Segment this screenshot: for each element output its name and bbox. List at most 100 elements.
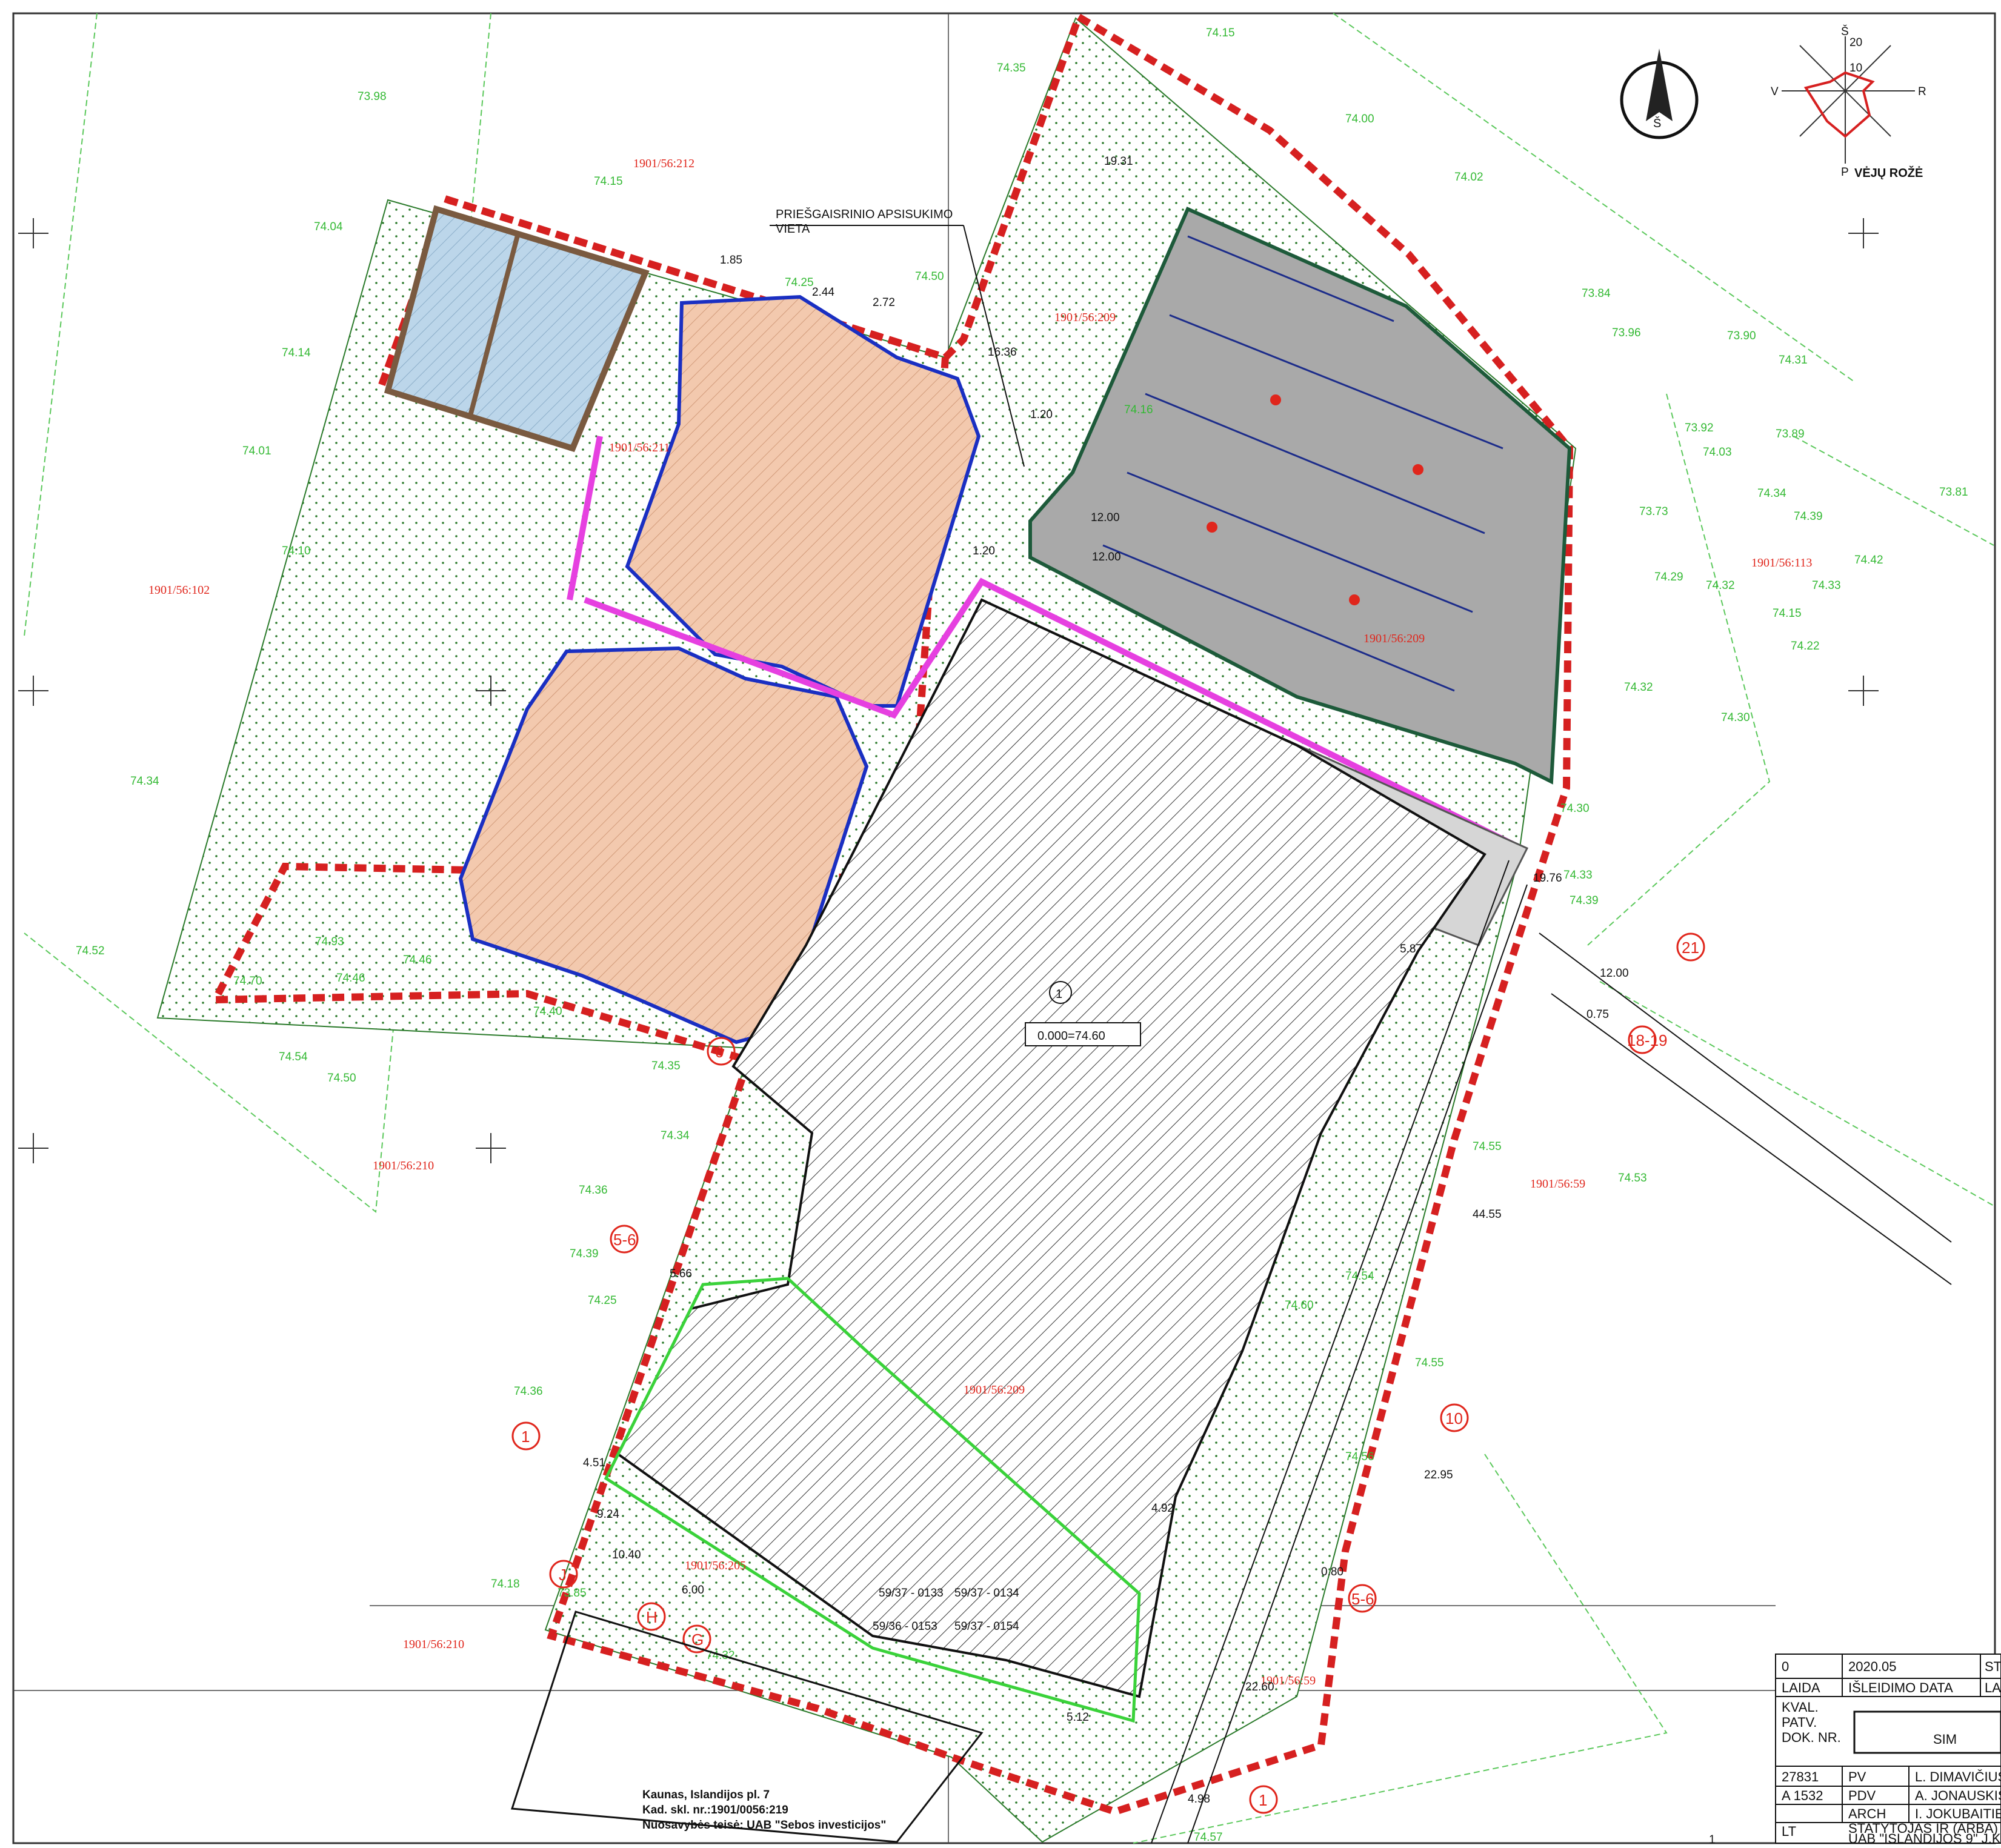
- dimension: 12.00: [1091, 511, 1120, 524]
- dimension: 9.24: [597, 1508, 619, 1521]
- elevation: 74.35: [651, 1060, 681, 1072]
- tb-country: LT: [1782, 1824, 1796, 1839]
- elevation: 74.56: [1345, 1451, 1374, 1463]
- grid-crosses: [18, 218, 1879, 1163]
- section-marker: 18-19: [1627, 1031, 1668, 1049]
- elevation: 74.55: [1473, 1140, 1502, 1153]
- dimension: 0.80: [1321, 1566, 1343, 1578]
- lot-label: 1901/56:209: [1363, 632, 1425, 645]
- fire-turn-line1: PRIEŠGAISRINIO APSISUKIMO: [776, 207, 953, 221]
- sport-court-south: [458, 646, 869, 1045]
- parking-stall-lines: [1102, 235, 1503, 692]
- building-number: 1: [1056, 988, 1062, 1001]
- fire-turn-line2: VIETA: [776, 222, 810, 236]
- elevation: 73.92: [1685, 422, 1714, 434]
- tb-kval: KVAL.: [1782, 1700, 1819, 1715]
- parcel-id: 59/37 - 0133: [879, 1587, 944, 1600]
- section-marker: 10: [1445, 1409, 1463, 1428]
- dimension: 19.76: [1533, 872, 1562, 885]
- address-line: Nuosavybės teisė: UAB "Sebos investicijo…: [642, 1819, 886, 1832]
- lot-label: 1901/56:209: [1054, 311, 1116, 324]
- parcel-id: 59/37 - 0134: [954, 1587, 1019, 1600]
- property-boundary-west: [378, 15, 1082, 387]
- elevation: 74.33: [1563, 869, 1593, 882]
- tb-client: UAB "ISLANDIJOS 9" J.K.: [1848, 1831, 2001, 1846]
- road: [1151, 860, 1952, 1844]
- elevation: 74.15: [1206, 27, 1235, 39]
- parking-markers: [1207, 394, 1423, 605]
- elevation: 74.32: [1624, 681, 1653, 694]
- building-number-marker: [1049, 981, 1072, 1004]
- wind-rose-east: R: [1918, 85, 1926, 98]
- dimension: 5.12: [1067, 1711, 1089, 1724]
- tb-row-id: A 1532: [1782, 1788, 1823, 1803]
- lot-label: 1901/56:210: [403, 1638, 464, 1651]
- section-markers: [511, 932, 1705, 1814]
- tb-laida: LAIDA: [1782, 1680, 1820, 1695]
- zero-level-box: [1025, 1022, 1141, 1046]
- elevation: 74.34: [1757, 487, 1786, 500]
- section-marker: H: [646, 1608, 658, 1626]
- elevation: 74.42: [1854, 554, 1883, 567]
- wind-rose: 20 10 Š P R V VĖJŲ ROŽĖ: [1771, 25, 1926, 180]
- elevation: 74.25: [588, 1294, 617, 1307]
- lot-label: 1901/56:59: [1530, 1177, 1585, 1191]
- elevation: 74.31: [1779, 354, 1808, 367]
- tb-row-name: I. JOKUBAITIE: [1915, 1806, 2001, 1821]
- elevation: 74.35: [997, 62, 1026, 75]
- section-marker-labels: 0 5-6 1 J H G 10 5-6 1 18-19 21: [521, 939, 1699, 1809]
- elevation: 74.57: [1194, 1831, 1223, 1844]
- lot-label: 1901/56:205: [685, 1559, 746, 1572]
- elevation: 73.89: [1776, 428, 1805, 440]
- elevation: 74.55: [1415, 1357, 1444, 1369]
- address-line: Kad. skl. nr.:1901/0056:219: [642, 1804, 788, 1816]
- elevation: 74.46: [403, 954, 432, 966]
- zero-level: 0.000=74.60: [1037, 1029, 1105, 1043]
- north-compass: Š: [1620, 48, 1699, 139]
- elevation: 74.52: [76, 945, 105, 957]
- lot-label: 1901/56:59: [1260, 1674, 1316, 1687]
- elevation: 74.46: [336, 972, 365, 985]
- elevation: 74.15: [594, 175, 623, 188]
- elevation: 74.93: [315, 936, 344, 948]
- tb-row-role: PDV: [1848, 1788, 1876, 1803]
- elevation: 74.18: [491, 1578, 520, 1590]
- elevation: 74.40: [533, 1005, 562, 1018]
- elevation: 74.50: [327, 1072, 356, 1085]
- tb-row-role: PV: [1848, 1769, 1866, 1784]
- section-marker: J: [559, 1566, 567, 1584]
- elevation: 74.02: [1454, 171, 1483, 184]
- tb-row-id: 27831: [1782, 1769, 1819, 1784]
- elevation: 74.30: [1721, 711, 1750, 724]
- lot-label: 1901/56:209: [964, 1383, 1025, 1397]
- elevation: 74.39: [570, 1248, 599, 1260]
- parcel-ids: 59/37 - 0133 59/37 - 0134 59/36 - 0153 5…: [873, 1587, 1019, 1633]
- tb-row-role: ARCH: [1848, 1806, 1886, 1821]
- parking-lot: [1028, 207, 1572, 785]
- wind-rose-north: Š: [1841, 25, 1849, 38]
- elevation: 74.16: [1124, 404, 1153, 416]
- elevation: 74.33: [1812, 579, 1841, 592]
- building-green-outline: [604, 1277, 1141, 1723]
- wind-rose-tick-10: 10: [1850, 62, 1862, 75]
- elevation: 74.15: [1773, 607, 1802, 620]
- tb-date: 2020.05: [1848, 1659, 1897, 1674]
- elevation: 74.00: [1345, 113, 1374, 125]
- wind-rose-tick-20: 20: [1850, 36, 1862, 49]
- lot-label: 1901/56:211: [609, 441, 670, 454]
- wind-rose-south: P: [1841, 166, 1849, 179]
- dimension: 19.31: [1104, 155, 1133, 168]
- sport-court-north: [625, 294, 981, 708]
- elevation: 74.01: [242, 445, 271, 457]
- dimension: 2.44: [812, 286, 834, 299]
- tb-sim: SIM: [1933, 1732, 1957, 1747]
- tb-la: LA: [1985, 1680, 2001, 1695]
- elevation: 73.85: [558, 1587, 587, 1600]
- address-line: Kaunas, Islandijos pl. 7: [642, 1789, 770, 1801]
- wind-rose-caption: VĖJŲ ROŽĖ: [1854, 165, 1923, 180]
- elevation: 73.84: [1582, 287, 1611, 300]
- dimension: 12.00: [1092, 551, 1121, 563]
- address-parcel: [510, 1610, 984, 1843]
- dimension: 22.95: [1424, 1469, 1453, 1481]
